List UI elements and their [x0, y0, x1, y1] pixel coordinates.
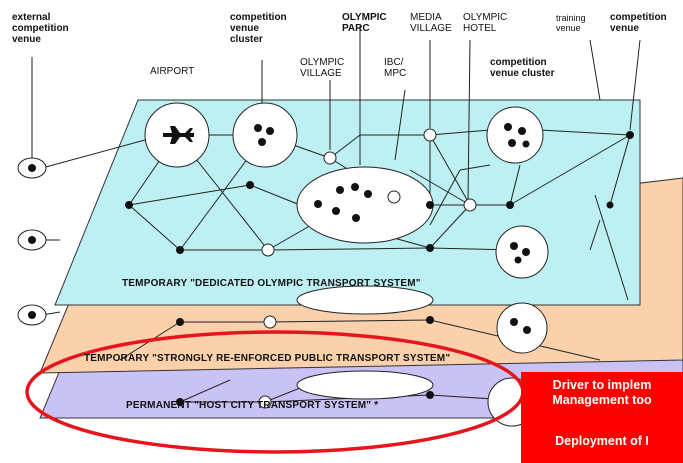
competition-venue-label: competition venue — [610, 12, 667, 34]
external-venue-label: external competition venue — [12, 12, 69, 45]
airport-label: AIRPORT — [150, 66, 195, 77]
ibc-mpc-label: IBC/ MPC — [384, 57, 407, 79]
airplane-icon — [163, 126, 194, 144]
competition-venue-cluster-top-label: competition venue cluster — [230, 12, 287, 45]
olympic-parc-label: OLYMPIC PARC — [342, 12, 387, 34]
callout-box: Driver to implem Management too Deployme… — [521, 372, 683, 463]
olympic-hotel-label: OLYMPIC HOTEL — [463, 12, 508, 34]
callout-line-2: Management too — [552, 393, 652, 407]
dedicated-layer-title: TEMPORARY "DEDICATED OLYMPIC TRANSPORT S… — [122, 278, 421, 289]
host-layer-title: PERMANENT "HOST CITY TRANSPORT SYSTEM" * — [126, 400, 379, 411]
public-layer-hub — [296, 285, 434, 315]
label-leaders — [261, 26, 641, 201]
callout-line-1: Driver to implem — [552, 378, 652, 392]
olympic-village-label: OLYMPIC VILLAGE — [300, 57, 345, 79]
competition-venue-cluster-right-label: competition venue cluster — [490, 57, 555, 79]
junction-nodes-filled — [125, 131, 634, 406]
olympic-parc-open-node — [387, 190, 401, 204]
venue-node-public-layer — [496, 302, 548, 354]
host-layer-hub — [296, 370, 434, 400]
training-venue-label: training venue — [556, 13, 586, 33]
callout-line-3: Deployment of I — [555, 434, 649, 448]
venue-cluster-node-right — [486, 106, 544, 164]
junction-nodes-open — [258, 128, 477, 409]
external-venue-markers — [17, 157, 47, 326]
media-village-label: MEDIA VILLAGE — [410, 12, 452, 34]
venue-cluster-node — [232, 102, 298, 168]
public-layer-title: TEMPORARY "STRONGLY RE-ENFORCED PUBLIC T… — [84, 353, 451, 364]
node-dots — [254, 123, 531, 334]
